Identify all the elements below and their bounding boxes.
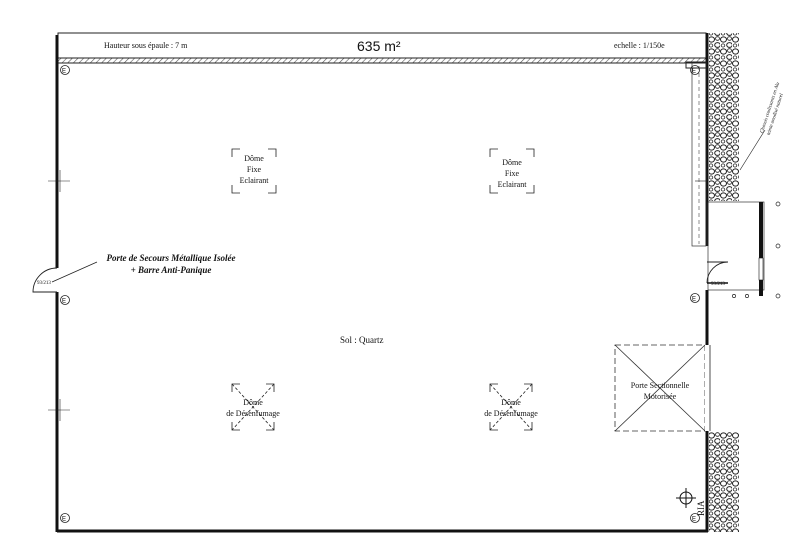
dome-fixe-label-1: Dôme Fixe Eclairant [232,153,276,186]
svg-text:E: E [62,299,66,305]
ria-symbol-icon [676,488,696,508]
emergency-door-leader [51,261,98,283]
svg-text:E: E [692,297,696,303]
dome-fixe-line: Fixe [504,169,520,178]
dome-fixe-line: Eclairant [497,180,527,189]
sectional-door-area [614,344,706,432]
emergency-door-label: Porte de Secours Métallique Isolée + Bar… [86,252,256,276]
top-wall [57,57,707,64]
extinguisher-icon: E [60,65,70,75]
floor-label: Sol : Quartz [340,335,384,345]
dome-fixe-frame-1 [231,148,277,194]
gravel-bottom [709,432,739,532]
floor-area-label: 635 m² [357,38,401,54]
dome-fixe-line: Dôme [244,154,264,163]
dome-fixe-label-2: Dôme Fixe Eclairant [490,157,534,190]
dome-fixe-line: Eclairant [239,176,269,185]
dome-desenfumage-line: de Désenfumage [484,409,538,418]
window-corner [685,61,707,69]
dome-desenfumage-line: Dôme [501,398,521,407]
svg-text:E: E [692,69,696,75]
right-door-dimension: 93/213 [711,282,725,287]
post-2 [775,243,781,249]
extinguisher-icon: E [60,295,70,305]
sectional-door-label: Porte Sectionnelle Motorisée [615,380,705,402]
post-3 [775,293,781,299]
post-1 [775,201,781,207]
post-5 [745,294,749,298]
extinguisher-icon: E [690,65,700,75]
svg-text:E: E [62,69,66,75]
sectional-door-line: Motorisée [643,392,677,401]
ceiling-height-label: Hauteur sous épaule : 7 m [104,41,188,50]
extinguisher-icon: E [690,293,700,303]
left-door-dimension: 93/213 [37,281,51,286]
extinguisher-icon: E [690,513,700,523]
dome-desenfumage-frame-1 [231,383,275,431]
scale-label: echelle : 1/150e [614,41,665,50]
svg-text:E: E [692,517,696,523]
side-note-leader [739,129,766,171]
dome-desenfumage-line: Dôme [243,398,263,407]
dome-fixe-line: Dôme [502,158,522,167]
entry-canopy [707,201,765,291]
post-4 [732,294,736,298]
entry-canopy-slot [758,257,764,281]
dome-desenfumage-label-2: Dôme de Désenfumage [476,397,546,419]
right-door-swing [706,261,729,284]
svg-text:E: E [62,517,66,523]
dome-fixe-frame-2 [489,148,535,194]
emergency-door-line: Porte de Secours Métallique Isolée [106,253,236,263]
dome-desenfumage-frame-2 [489,383,533,431]
dome-desenfumage-label-1: Dôme de Désenfumage [218,397,288,419]
dome-fixe-line: Fixe [246,165,262,174]
dome-desenfumage-line: de Désenfumage [226,409,280,418]
left-door-swing [32,267,58,293]
emergency-door-line: + Barre Anti-Panique [130,265,212,275]
ria-label: RIA [696,500,706,517]
extinguisher-icon: E [60,513,70,523]
gravel-top [709,33,739,201]
sectional-door-line: Porte Sectionnelle [630,381,690,390]
